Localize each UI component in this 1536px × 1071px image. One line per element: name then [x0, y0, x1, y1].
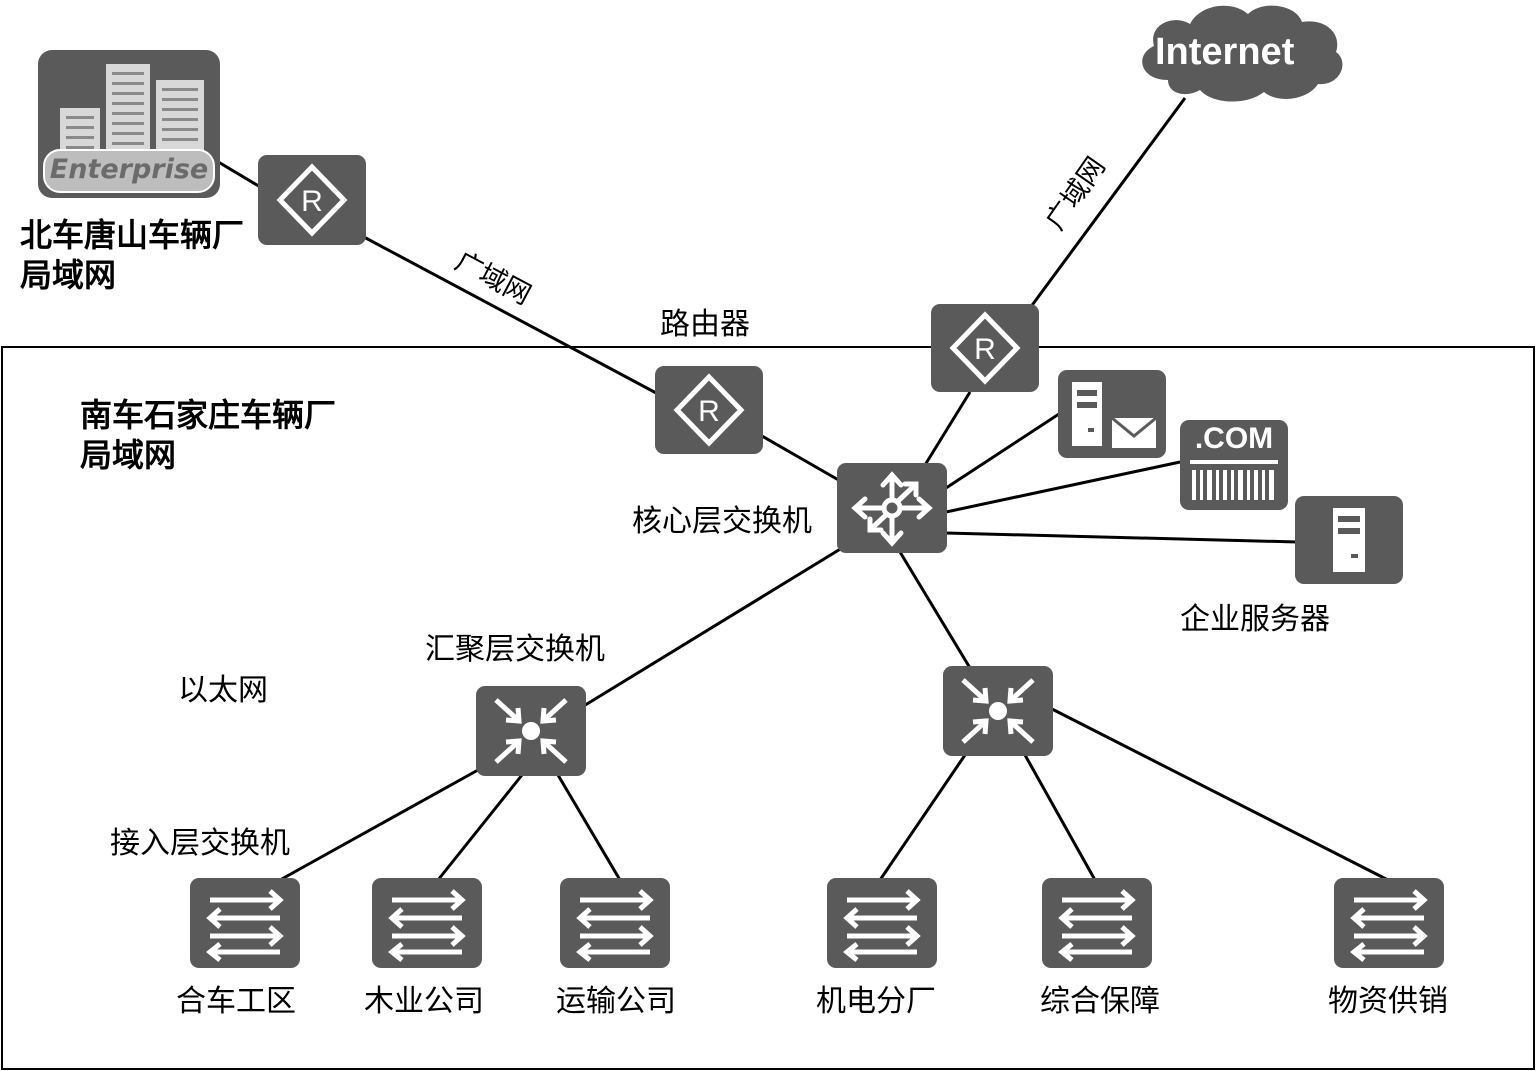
access-switch-name: 综合保障 — [1040, 984, 1160, 1019]
nanche-lan-label: 南车石家庄车辆厂 局域网 — [80, 395, 336, 475]
access-switch[interactable] — [827, 878, 937, 968]
barcode-icon — [1190, 460, 1278, 500]
link-agg-access-1 — [279, 768, 479, 882]
mail-server-icon — [1072, 382, 1157, 448]
core-switch-label: 核心层交换机 — [632, 504, 812, 539]
access-switch-name: 木业公司 — [364, 984, 484, 1019]
access-switch[interactable] — [372, 878, 482, 968]
core-switch-icon — [851, 471, 933, 547]
router-icon: R — [276, 163, 348, 237]
access-switch-name: 运输公司 — [556, 984, 676, 1019]
access-switch-icon — [1057, 889, 1136, 962]
access-switch[interactable] — [190, 878, 300, 968]
link-agg-access-6 — [1049, 706, 1389, 882]
link-edge-router-core — [923, 391, 972, 466]
link-agg-access-4 — [878, 754, 967, 881]
beijing-lan-label: 北车唐山车辆厂 局域网 — [20, 215, 244, 295]
access-switch-label: 接入层交换机 — [110, 826, 290, 861]
access-switch-icon — [205, 889, 284, 962]
link-agg-access-2 — [436, 774, 524, 881]
access-switch-name: 机电分厂 — [816, 984, 936, 1019]
enterprise-building-icon[interactable]: Enterprise — [38, 50, 220, 198]
server-icon — [1333, 508, 1365, 572]
router-icon: R — [949, 311, 1021, 385]
link-agg-access-5 — [1023, 754, 1097, 881]
access-switch-name: 合车工区 — [176, 984, 296, 1019]
access-switch[interactable] — [1042, 878, 1152, 968]
router-beijing[interactable]: R — [258, 155, 366, 245]
link-agg-access-3 — [556, 774, 622, 881]
mail-server[interactable] — [1058, 370, 1166, 458]
aggregation-switch-icon — [961, 678, 1035, 744]
web-server[interactable]: .COM — [1180, 420, 1288, 510]
link-wan-right — [1028, 97, 1187, 309]
internet-label: Internet — [1155, 31, 1295, 73]
link-core-web-server — [945, 460, 1181, 514]
link-wan-left — [361, 234, 659, 396]
svg-text:R: R — [698, 395, 720, 428]
nanche-lan-frame — [1, 346, 1535, 1070]
aggregation-switch-icon — [494, 698, 568, 764]
enterprise-server[interactable] — [1295, 496, 1403, 584]
link-core-agg-left — [581, 546, 843, 709]
beijing-lan-line2: 局域网 — [20, 256, 117, 294]
nanche-lan-line2: 局域网 — [80, 436, 177, 474]
access-switch-icon — [1349, 889, 1428, 962]
enterprise-server-label: 企业服务器 — [1180, 602, 1330, 637]
aggregation-switch-left[interactable] — [476, 686, 586, 776]
router-icon: R — [673, 373, 745, 447]
svg-text:R: R — [301, 185, 323, 218]
com-label: .COM — [1194, 422, 1274, 455]
access-switch-icon — [575, 889, 654, 962]
internet-cloud-icon[interactable] — [1128, 0, 1358, 110]
link-router-core — [761, 434, 843, 484]
router-internet-edge[interactable]: R — [931, 304, 1039, 392]
aggregation-switch-label: 汇聚层交换机 — [425, 632, 605, 667]
aggregation-switch-right[interactable] — [943, 666, 1053, 756]
link-core-enterprise-server — [945, 531, 1298, 544]
link-core-mail-server — [945, 410, 1063, 490]
access-switch-icon — [842, 889, 921, 962]
access-switch-icon — [387, 889, 466, 962]
access-switch[interactable] — [1334, 878, 1444, 968]
nanche-lan-line1: 南车石家庄车辆厂 — [80, 396, 337, 434]
access-switch[interactable] — [560, 878, 670, 968]
link-core-agg-right — [898, 551, 972, 669]
core-switch[interactable] — [837, 463, 947, 553]
ethernet-label: 以太网 — [178, 673, 268, 708]
router-nanche[interactable]: R — [655, 366, 763, 454]
link-enterprise-router — [214, 158, 263, 190]
beijing-lan-line1: 北车唐山车辆厂 — [20, 216, 245, 254]
enterprise-logo-text: Enterprise — [49, 154, 209, 185]
svg-text:R: R — [974, 333, 996, 366]
access-switch-name: 物资供销 — [1328, 984, 1448, 1019]
router-label: 路由器 — [660, 307, 750, 342]
